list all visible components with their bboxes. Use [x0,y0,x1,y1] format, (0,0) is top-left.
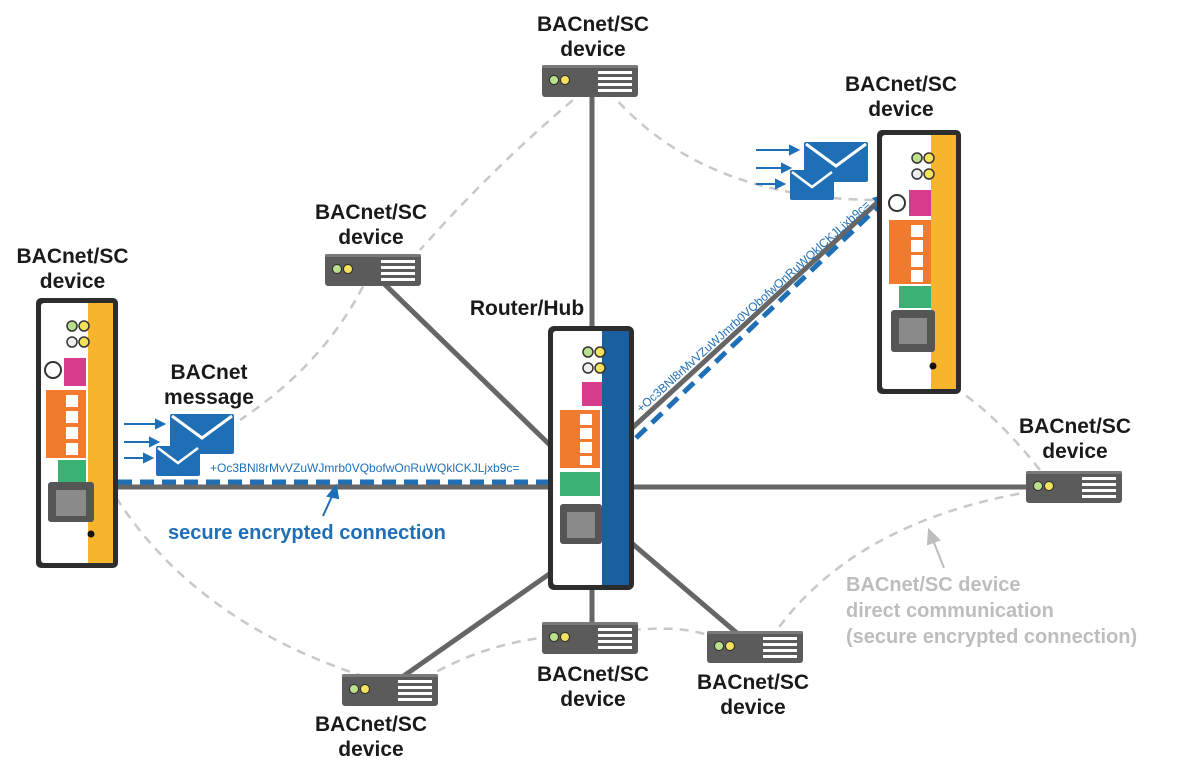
router-hub-device [548,326,634,590]
server-bottom-right [706,630,804,664]
direct-comm-pointer [926,527,945,569]
link-bottom-right-device [625,537,748,643]
dashed-link-bottom-right [768,488,1041,641]
server-upper-left [324,253,422,287]
direct-communication-label: BACnet/SC device direct communication (s… [846,574,1138,648]
encrypted-line-right [634,203,882,440]
dashed-link-top-right [607,89,881,202]
encrypted-payload-left: +Oc3BNl8rMvVZuWJmrb0VQbofwOnRuWQklCKJLjx… [210,461,519,475]
dashed-link-left-down [98,469,376,682]
server-bottom-center [541,621,639,655]
right-gateway-device [877,130,961,394]
envelope-icon [154,444,202,478]
server-bottom-left [341,673,439,707]
hub-connections [115,87,1033,685]
link-upper-right-device [627,197,883,433]
encrypted-channels [118,203,882,485]
link-bottom-left-device [392,567,558,685]
server-top [541,64,639,98]
secure-connection-label: secure encrypted connection [168,522,446,544]
envelope-icon [788,168,836,202]
link-upper-left-device [367,267,558,453]
server-right [1025,470,1123,504]
left-gateway-device [36,298,118,568]
dashed-link-top-left [419,89,586,251]
message-envelopes-left [124,412,236,478]
message-envelopes-right [756,140,870,202]
encrypted-payload-right: +Oc3BNl8rMvVZuWJmrb0VQbofwOnRuWQklCKJLjx… [634,198,873,415]
dashed-link-right-up [964,393,1041,471]
dashed-link-left-up [239,271,372,422]
router-hub-label: Router/Hub [469,297,585,320]
secure-connection-pointer [322,483,340,517]
